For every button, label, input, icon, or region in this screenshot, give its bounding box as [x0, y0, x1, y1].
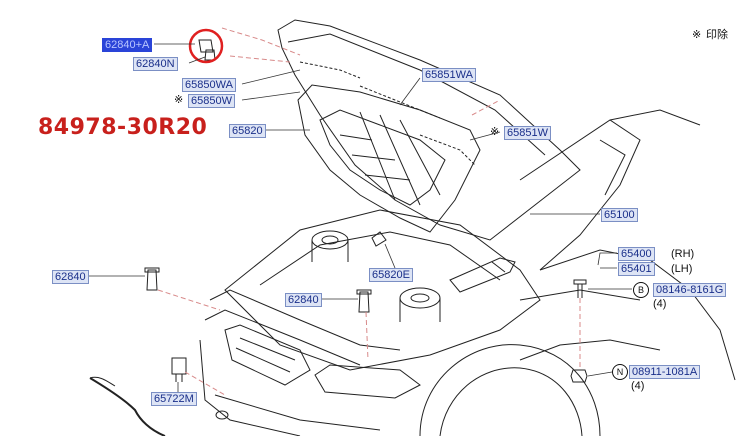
part-label-65722m[interactable]: 65722M [151, 392, 197, 406]
headlight [314, 364, 421, 399]
hood-insulator [297, 84, 481, 233]
part-label-62840n[interactable]: 62840N [133, 57, 178, 71]
part-label-65820e[interactable]: 65820E [369, 268, 413, 282]
part-label-65851wa[interactable]: 65851WA [422, 68, 476, 82]
part-label-65400[interactable]: 65400 [618, 247, 655, 261]
part-label-65850wa[interactable]: 65850WA [182, 78, 236, 92]
part-label-08911-1081a[interactable]: 08911-1081A [629, 365, 701, 379]
part-label-62840-left[interactable]: 62840 [52, 270, 89, 284]
legend-symbol: ※ [692, 29, 702, 41]
part-label-65100[interactable]: 65100 [601, 208, 638, 222]
front-grille [224, 324, 311, 386]
legend-text: 印除 [706, 29, 728, 41]
part-label-65820[interactable]: 65820 [229, 124, 266, 138]
star-marker-65851w: ※ [490, 126, 500, 138]
circle-marker-b: B [633, 282, 649, 298]
engine-bay [224, 209, 541, 371]
part-label-62840-a[interactable]: 62840+A [102, 38, 153, 52]
windshield [519, 119, 641, 271]
side-label-rh: (RH) [671, 248, 695, 260]
qty-label-1: (4) [653, 298, 667, 310]
part-label-08146-8161g[interactable]: 08146-8161G [653, 283, 727, 297]
hood-release-cable [89, 377, 166, 436]
star-marker-65850w: ※ [174, 94, 184, 106]
part-label-65851w[interactable]: 65851W [504, 126, 551, 140]
part-label-62840-center[interactable]: 62840 [285, 293, 322, 307]
highlight-circle [188, 28, 224, 64]
part-label-65850w[interactable]: 65850W [188, 94, 235, 108]
qty-label-2: (4) [631, 380, 645, 392]
hood-outer-panel [277, 19, 581, 241]
part-label-65401[interactable]: 65401 [618, 262, 655, 276]
part-number-heading: 84978-30R20 [38, 115, 208, 140]
circle-marker-n: N [612, 364, 628, 380]
side-label-lh: (LH) [671, 263, 693, 275]
